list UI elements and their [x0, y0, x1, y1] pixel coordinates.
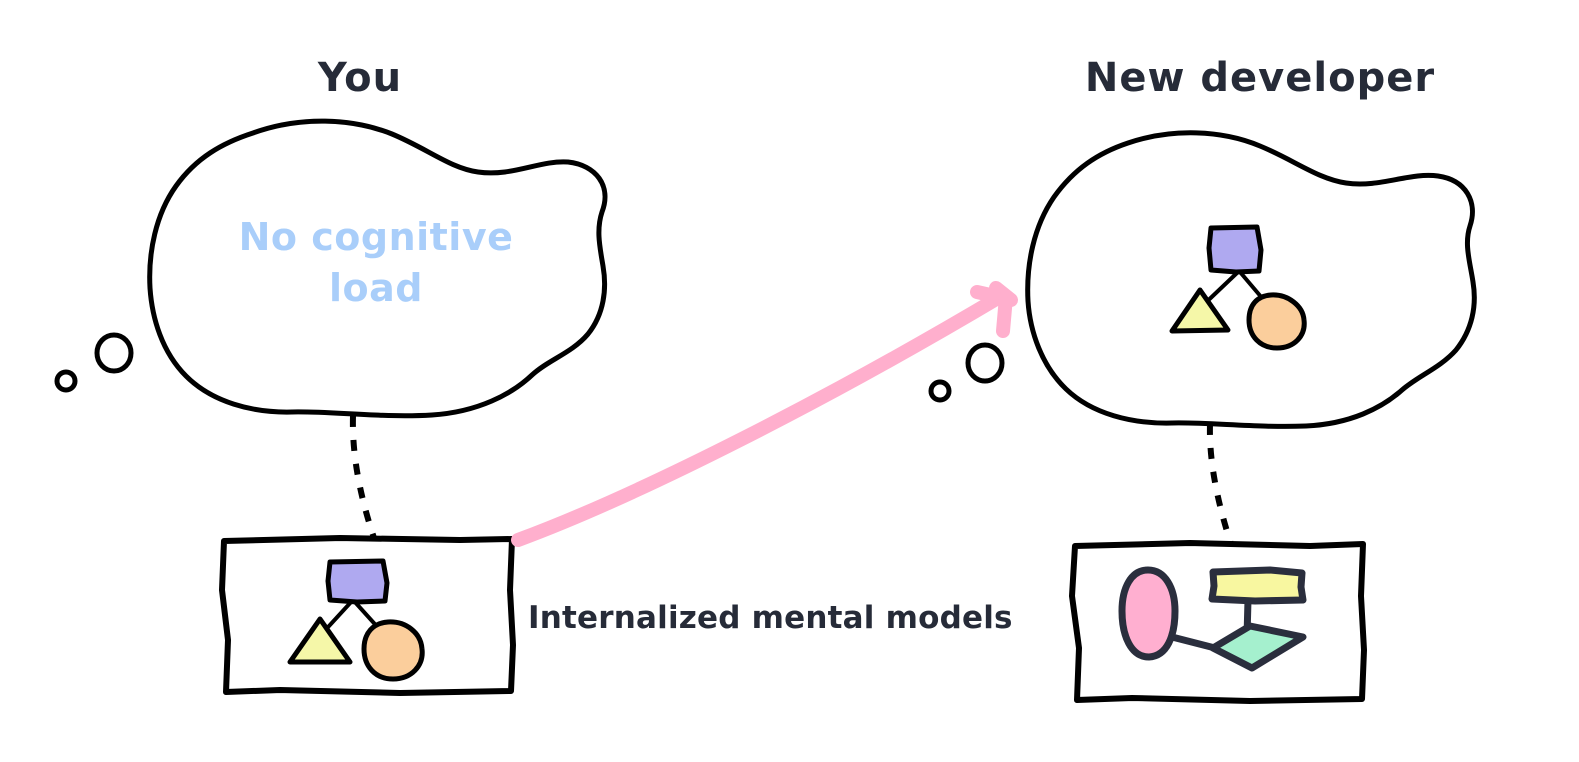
bubble-tree-model — [1169, 224, 1307, 351]
right-rectangle-node — [1208, 566, 1307, 605]
left-bubble-puff-large — [94, 332, 134, 374]
left-dashed-connector — [349, 415, 377, 539]
bubble-root-rectangle — [1206, 224, 1264, 275]
left-leaf-circle — [361, 619, 425, 682]
bubble-leaf-triangle — [1169, 287, 1231, 334]
right-bubble-puff-small — [928, 379, 952, 403]
left-root-rectangle — [325, 558, 390, 605]
right-thought-bubble — [928, 130, 1477, 429]
internalized-mental-models-caption: Internalized mental models — [528, 600, 1013, 636]
right-diamond-node — [1209, 622, 1307, 672]
right-edge-oval-to-diamond — [1168, 633, 1219, 652]
page-title-you: You — [317, 55, 403, 101]
left-leaf-triangle — [287, 616, 353, 665]
right-dashed-connector — [1206, 423, 1234, 545]
left-thought-bubble — [54, 118, 608, 419]
right-bubble-outline — [1025, 130, 1477, 429]
left-bubble-outline — [147, 118, 608, 419]
no-cognitive-load-text: No cognitive load — [238, 215, 514, 311]
left-bubble-puff-small — [54, 369, 78, 393]
bubble-leaf-circle — [1246, 292, 1307, 351]
right-box-outline — [1069, 540, 1367, 704]
internalized-mental-models-box-right — [1069, 540, 1367, 704]
pink-arrow-head-barb-down — [996, 290, 1013, 338]
right-oval-node — [1118, 566, 1179, 661]
right-bubble-puff-large — [965, 342, 1005, 384]
pink-arrow-shaft — [511, 288, 1010, 547]
page-title-new-developer: New developer — [1084, 55, 1436, 101]
internalized-mental-models-box-left — [219, 535, 516, 696]
knowledge-transfer-arrow — [511, 281, 1018, 547]
